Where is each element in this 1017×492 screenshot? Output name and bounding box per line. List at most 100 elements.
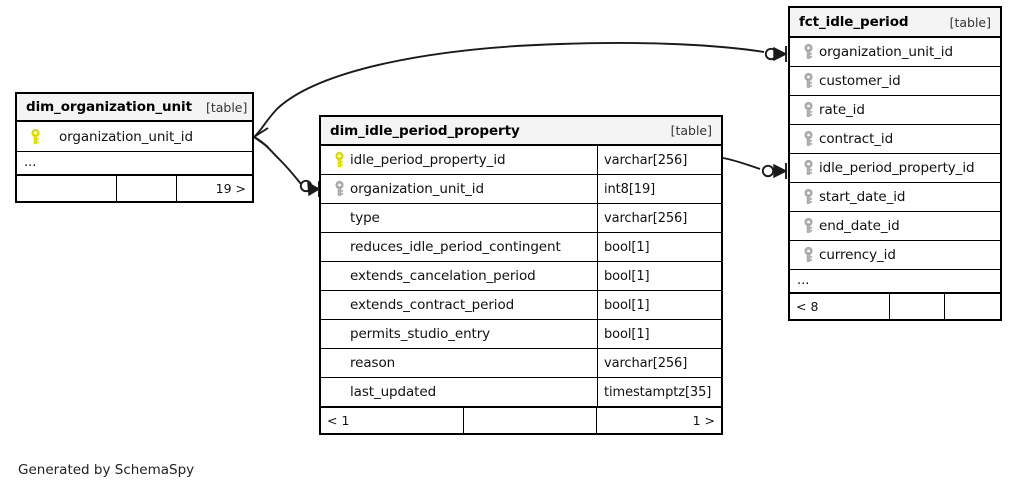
column-label: type <box>350 210 380 226</box>
table-row[interactable]: last_updated timestamptz[35] <box>321 378 721 407</box>
column-type: bool[1] <box>604 297 650 313</box>
table-row[interactable]: extends_cancelation_period bool[1] <box>321 262 721 291</box>
table-row[interactable]: start_date_id <box>790 183 1000 212</box>
table-row[interactable]: organization_unit_id <box>790 38 1000 67</box>
column-type: timestamptz[35] <box>604 384 712 400</box>
table-row[interactable]: type varchar[256] <box>321 204 721 233</box>
column-type-cell: varchar[256] <box>597 146 721 174</box>
table-row[interactable]: organization_unit_id <box>17 122 252 152</box>
table-title: dim_organization_unit <box>26 99 192 115</box>
column-name-cell: type <box>321 204 597 232</box>
column-label: reduces_idle_period_contingent <box>350 239 561 255</box>
column-label: organization_unit_id <box>819 44 953 60</box>
table-row[interactable]: reduces_idle_period_contingent bool[1] <box>321 233 721 262</box>
table-row[interactable]: contract_id <box>790 125 1000 154</box>
column-type-cell: bool[1] <box>597 262 721 290</box>
table-row[interactable]: extends_contract_period bool[1] <box>321 291 721 320</box>
table-row[interactable]: organization_unit_id int8[19] <box>321 175 721 204</box>
table-title: dim_idle_period_property <box>330 122 520 139</box>
footer-middle <box>464 408 597 433</box>
column-type-cell: bool[1] <box>597 320 721 348</box>
foreign-key-icon <box>797 44 819 60</box>
relationship-orgunit-to-dim-idle <box>253 136 321 197</box>
column-label: reason <box>350 355 396 371</box>
foreign-key-icon <box>797 131 819 147</box>
column-type: bool[1] <box>604 239 650 255</box>
column-name-cell: reduces_idle_period_contingent <box>321 233 597 261</box>
more-columns-indicator: ... <box>17 152 252 175</box>
column-label: idle_period_property_id <box>819 160 975 176</box>
column-type-cell: bool[1] <box>597 233 721 261</box>
table-row[interactable]: permits_studio_entry bool[1] <box>321 320 721 349</box>
column-name-cell: permits_studio_entry <box>321 320 597 348</box>
column-label: organization_unit_id <box>350 181 484 197</box>
table-type-tag: [table] <box>670 123 712 138</box>
table-header: fct_idle_period [table] <box>790 8 1000 38</box>
footer-middle <box>890 294 945 319</box>
column-type: bool[1] <box>604 268 650 284</box>
column-type-cell: timestamptz[35] <box>597 378 721 406</box>
table-dim-organization-unit[interactable]: dim_organization_unit [table] organizati… <box>15 92 254 203</box>
column-type-cell: int8[19] <box>597 175 721 203</box>
table-row[interactable]: currency_id <box>790 241 1000 270</box>
footer-outgoing-count: 19 > <box>215 181 246 196</box>
column-name-cell: last_updated <box>321 378 597 406</box>
footer-outgoing-count <box>945 294 1000 319</box>
table-row[interactable]: rate_id <box>790 96 1000 125</box>
table-fct-idle-period[interactable]: fct_idle_period [table] organization_uni… <box>788 6 1002 321</box>
table-type-tag: [table] <box>949 14 991 30</box>
column-name-cell: organization_unit_id <box>790 38 1000 66</box>
table-footer: 19 > <box>17 175 252 201</box>
column-type-cell: varchar[256] <box>597 204 721 232</box>
table-footer: < 8 <box>790 293 1000 319</box>
column-type-cell: varchar[256] <box>597 349 721 377</box>
column-label: customer_id <box>819 73 901 89</box>
foreign-key-icon <box>797 73 819 89</box>
footer-middle <box>117 176 177 201</box>
column-name-cell: rate_id <box>790 96 1000 124</box>
column-name-cell: contract_id <box>790 125 1000 153</box>
column-type: varchar[256] <box>604 152 688 168</box>
column-label: start_date_id <box>819 189 906 205</box>
table-row[interactable]: idle_period_property_id varchar[256] <box>321 146 721 175</box>
foreign-key-icon <box>797 218 819 234</box>
primary-key-icon <box>24 128 46 145</box>
column-label: permits_studio_entry <box>350 326 491 342</box>
footer-incoming-count <box>17 176 117 201</box>
table-footer: < 1 1 > <box>321 407 721 433</box>
table-row[interactable]: idle_period_property_id <box>790 154 1000 183</box>
column-name-cell: idle_period_property_id <box>790 154 1000 182</box>
column-label: rate_id <box>819 102 865 118</box>
column-type: bool[1] <box>604 326 650 342</box>
column-type: int8[19] <box>604 181 656 197</box>
foreign-key-icon <box>328 181 350 197</box>
column-name-cell: organization_unit_id <box>17 122 252 151</box>
column-label: end_date_id <box>819 218 900 234</box>
column-type: varchar[256] <box>604 355 688 371</box>
column-label: currency_id <box>819 247 896 263</box>
column-name-cell: reason <box>321 349 597 377</box>
column-name-cell: start_date_id <box>790 183 1000 211</box>
footer-outgoing-count: 1 > <box>692 413 715 428</box>
table-row[interactable]: end_date_id <box>790 212 1000 241</box>
table-dim-idle-period-property[interactable]: dim_idle_period_property [table] idle_pe… <box>319 115 723 435</box>
table-header: dim_idle_period_property [table] <box>321 117 721 146</box>
table-header: dim_organization_unit [table] <box>17 94 252 122</box>
generator-credit: Generated by SchemaSpy <box>18 462 195 478</box>
column-name-cell: customer_id <box>790 67 1000 95</box>
column-label: contract_id <box>819 131 894 147</box>
column-type: varchar[256] <box>604 210 688 226</box>
relationship-dim-idle-to-fct <box>722 157 788 179</box>
table-row[interactable]: customer_id <box>790 67 1000 96</box>
table-type-tag: [table] <box>205 99 248 115</box>
column-name-cell: extends_contract_period <box>321 291 597 319</box>
footer-incoming-count: < 1 <box>321 408 464 433</box>
foreign-key-icon <box>797 247 819 263</box>
table-row[interactable]: reason varchar[256] <box>321 349 721 378</box>
table-title: fct_idle_period <box>799 14 909 30</box>
column-name-cell: extends_cancelation_period <box>321 262 597 290</box>
column-type-cell: bool[1] <box>597 291 721 319</box>
column-label: last_updated <box>350 384 437 400</box>
column-label: organization_unit_id <box>59 128 193 145</box>
